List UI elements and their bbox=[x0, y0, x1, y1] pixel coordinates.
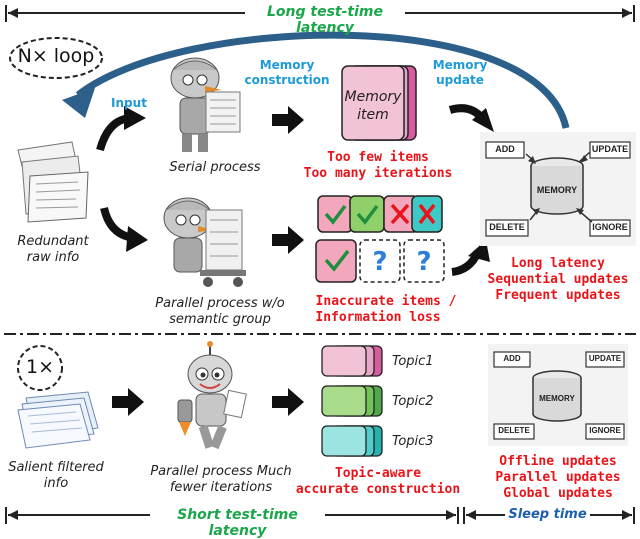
short-latency-label: Short test-time latency bbox=[177, 507, 298, 539]
loop-badge-label: N× loop bbox=[17, 45, 95, 67]
topic-aware-label: Topic-aware bbox=[334, 466, 422, 481]
parallel-process-label: Parallel process w/o semantic group bbox=[155, 296, 285, 327]
memory-db-label: MEMORY bbox=[536, 185, 578, 195]
sleep-time-label: Sleep time bbox=[508, 507, 587, 522]
inaccurate-items-label: Inaccurate items / bbox=[315, 294, 457, 309]
too-few-items-label: Too few items bbox=[327, 150, 429, 165]
topic1-label: Topic1 bbox=[392, 354, 434, 369]
topic3-label: Topic3 bbox=[392, 434, 434, 449]
filtered-info-label: Salient filtered info bbox=[8, 460, 104, 491]
serial-to-memory-arrow bbox=[272, 106, 304, 134]
sequential-updates-issue: Sequential updates bbox=[487, 272, 629, 287]
op-add-label-bottom: ADD bbox=[503, 354, 521, 363]
raw-info-label: Redundant raw info bbox=[17, 234, 89, 265]
jetpack-robot-icon bbox=[177, 341, 247, 450]
parallel-updates-label: Parallel updates bbox=[495, 470, 621, 485]
filtered-to-robot-arrow bbox=[112, 388, 144, 416]
accurate-construction-label: accurate construction bbox=[295, 482, 461, 497]
bottom-parallel-process-label: Parallel process Much fewer iterations bbox=[150, 464, 292, 495]
item-grid: ? ? bbox=[315, 195, 445, 283]
topic3-stack bbox=[321, 425, 383, 457]
topic1-stack bbox=[321, 345, 383, 377]
memory-construction-label: Memory construction bbox=[244, 58, 330, 87]
op-update-label: UPDATE bbox=[591, 144, 629, 154]
op-ignore-label-bottom: IGNORE bbox=[589, 426, 621, 435]
memory-ops-panel-top bbox=[480, 132, 636, 246]
memory-update-label: Memory update bbox=[432, 58, 488, 87]
parallel-to-items-arrow bbox=[272, 226, 304, 254]
global-updates-label: Global updates bbox=[503, 486, 613, 501]
robot-to-topics-arrow bbox=[272, 388, 304, 416]
topic2-stack bbox=[321, 385, 383, 417]
topic2-label: Topic2 bbox=[392, 394, 434, 409]
op-ignore-label: IGNORE bbox=[592, 222, 628, 232]
loop-arc-arrow bbox=[75, 31, 570, 129]
bottom-latency-arrow bbox=[5, 507, 635, 524]
op-add-label: ADD bbox=[495, 144, 515, 154]
op-delete-label-bottom: DELETE bbox=[498, 426, 530, 435]
input-label: Input bbox=[111, 96, 147, 110]
long-latency-label: Long test-time latency bbox=[267, 4, 383, 36]
raw-info-papers-icon bbox=[17, 141, 89, 223]
once-badge-label: 1× bbox=[25, 356, 54, 378]
parallel-robot-icon bbox=[163, 197, 246, 287]
long-latency-issue: Long latency bbox=[511, 256, 605, 271]
offline-updates-label: Offline updates bbox=[499, 454, 617, 469]
memory-ops-panel-bottom bbox=[488, 344, 628, 446]
svg-text:?: ? bbox=[372, 247, 387, 277]
svg-text:?: ? bbox=[416, 247, 431, 277]
op-update-label-bottom: UPDATE bbox=[588, 354, 622, 363]
serial-robot-icon bbox=[170, 57, 241, 152]
memory-item-card bbox=[341, 65, 417, 141]
memory-item-label: Memory item bbox=[344, 89, 402, 123]
diagram-canvas: ? ? bbox=[4, 5, 636, 524]
loop-badge bbox=[9, 37, 103, 79]
top-latency-arrow bbox=[5, 5, 635, 22]
memory-db-label-bottom: MEMORY bbox=[539, 394, 575, 403]
filtered-info-papers-icon bbox=[17, 391, 99, 449]
too-many-iterations-label: Too many iterations bbox=[303, 166, 453, 181]
information-loss-label: Information loss bbox=[315, 310, 441, 325]
loop-arc-arrowhead bbox=[62, 88, 95, 118]
op-delete-label: DELETE bbox=[489, 222, 525, 232]
serial-process-label: Serial process bbox=[169, 160, 261, 175]
frequent-updates-issue: Frequent updates bbox=[495, 288, 621, 303]
once-badge bbox=[17, 345, 63, 391]
